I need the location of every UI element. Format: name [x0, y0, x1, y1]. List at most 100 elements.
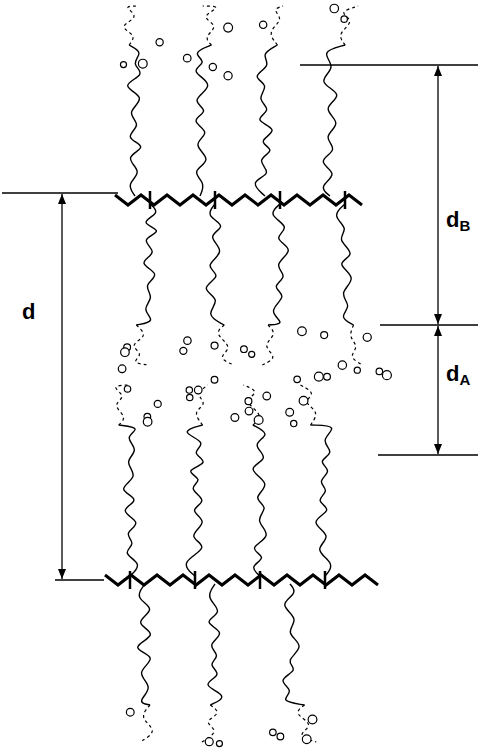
side-chain	[206, 204, 224, 325]
solvent-molecule	[224, 72, 232, 80]
branch-point	[149, 191, 152, 209]
solvent-molecule	[245, 407, 253, 415]
solvent-molecule	[120, 62, 126, 68]
dimension-label: d	[20, 300, 37, 324]
solvent-molecule	[308, 715, 317, 724]
solvent-molecule	[224, 23, 233, 32]
solvent-molecule	[124, 386, 130, 392]
solvent-molecule	[354, 367, 360, 373]
solvent-molecule	[180, 347, 187, 354]
chain-end-dashed	[116, 385, 130, 425]
side-chain	[268, 204, 288, 325]
branch-point	[214, 191, 217, 209]
side-chain	[253, 425, 266, 576]
solvent-molecule	[302, 735, 311, 744]
side-chain	[337, 204, 354, 325]
solvent-molecule	[187, 394, 193, 400]
solvent-molecule	[259, 21, 266, 28]
solvent-molecule	[245, 398, 252, 405]
polymer-backbone	[105, 575, 378, 585]
branch-point	[194, 571, 197, 589]
chain-end-dashed	[262, 325, 273, 365]
polymer-backbone	[115, 195, 362, 205]
dimension-arrow	[437, 326, 438, 454]
solvent-molecule	[338, 361, 346, 369]
solvent-molecule	[154, 400, 161, 407]
solvent-molecule	[299, 396, 308, 405]
solvent-molecule	[205, 738, 213, 746]
solvent-molecules	[118, 4, 391, 746]
solvent-molecule	[209, 63, 216, 70]
solvent-molecule	[186, 387, 192, 393]
solvent-molecule	[138, 59, 147, 68]
solvent-molecule	[249, 351, 255, 357]
chain-end-dashed	[341, 6, 358, 45]
solvent-molecule	[341, 16, 347, 22]
solvent-molecule	[194, 386, 202, 394]
side-chain	[138, 584, 151, 705]
solvent-molecule	[231, 414, 239, 422]
solvent-molecule	[211, 342, 218, 349]
side-chain	[128, 45, 141, 196]
backbones	[105, 191, 378, 589]
side-chain	[119, 425, 138, 576]
extension-line	[55, 579, 104, 580]
solvent-molecule	[254, 416, 263, 425]
side-chain	[255, 45, 277, 196]
branch-point	[279, 191, 282, 209]
side-chain	[208, 584, 222, 705]
solvent-molecule	[156, 39, 163, 46]
branch-point	[129, 571, 132, 589]
solvent-molecule	[291, 420, 297, 426]
solvent-molecule	[376, 368, 383, 375]
dimension-lines	[2, 65, 478, 580]
chain-end-dashed	[203, 6, 216, 45]
branch-point	[259, 571, 262, 589]
dimension-label: dA	[444, 362, 472, 389]
solvent-molecule	[241, 346, 248, 353]
solvent-molecule	[270, 729, 277, 736]
dimension-label: dB	[444, 208, 472, 235]
solvent-molecule	[184, 337, 191, 344]
extension-line	[2, 192, 118, 193]
side-chain	[323, 45, 345, 196]
branch-point	[344, 191, 347, 209]
chain-end-dashed	[124, 6, 137, 45]
solvent-molecule	[294, 376, 301, 383]
branch-point	[324, 571, 327, 589]
extension-line	[380, 324, 478, 325]
solvent-molecule	[118, 365, 126, 373]
chain-end-dashed	[351, 325, 363, 365]
solvent-molecule	[298, 327, 307, 336]
solvent-molecule	[286, 408, 294, 416]
side-chain	[283, 584, 304, 705]
chain-end-dashed	[202, 705, 217, 742]
solvent-molecule	[363, 333, 371, 341]
side-chains	[116, 6, 363, 742]
solvent-molecule	[183, 54, 191, 62]
chain-end-dashed	[218, 325, 233, 365]
chain-end-dashed	[134, 325, 148, 365]
solvent-molecule	[216, 741, 222, 747]
solvent-molecule	[143, 417, 152, 426]
solvent-molecule	[321, 332, 328, 339]
solvent-molecule	[314, 372, 323, 381]
solvent-molecule	[324, 373, 331, 380]
extension-line	[378, 454, 478, 455]
solvent-molecule	[382, 371, 391, 380]
side-chain	[186, 425, 203, 576]
solvent-molecule	[121, 348, 130, 357]
solvent-molecule	[263, 392, 271, 400]
extension-line	[300, 64, 478, 65]
solvent-molecule	[126, 708, 134, 716]
side-chain	[136, 204, 156, 325]
solvent-molecule	[211, 376, 218, 383]
chain-end-dashed	[271, 6, 283, 45]
dimension-arrow	[437, 66, 438, 324]
solvent-molecule	[277, 733, 284, 740]
dimension-arrow	[61, 194, 62, 579]
solvent-molecule	[330, 4, 338, 12]
side-chain	[311, 425, 332, 576]
